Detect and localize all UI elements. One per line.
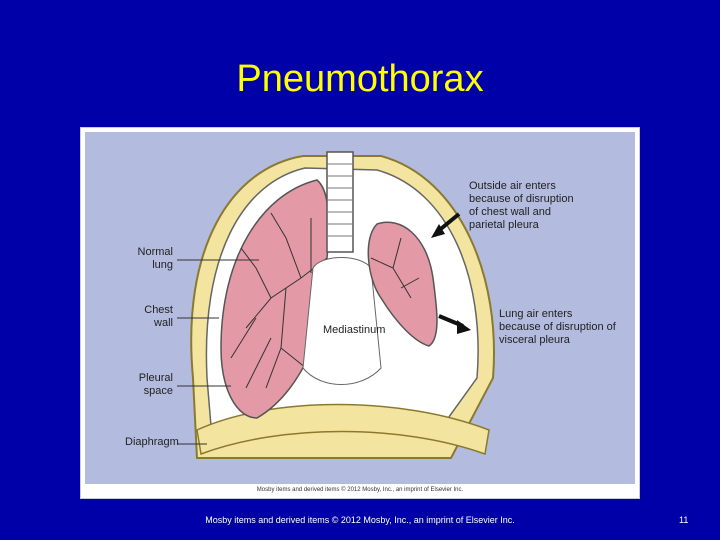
- outside-air-arrowhead: [431, 224, 445, 238]
- diaphragm-label: Diaphragm: [125, 436, 179, 448]
- chest-wall-label: Chest wall: [144, 304, 173, 329]
- slide-footer: Mosby items and derived items © 2012 Mos…: [205, 515, 515, 525]
- outside-air-label: Outside air enters because of disruption…: [469, 180, 574, 231]
- collapsed-bronchi: [370, 237, 420, 299]
- trachea-rings: [327, 163, 353, 237]
- trachea: [326, 151, 354, 253]
- pleural-space-label: Pleural space: [138, 372, 173, 397]
- lung-air-arrowhead: [457, 320, 471, 334]
- diagram-illustration: [85, 132, 635, 484]
- leader-lines: [177, 259, 259, 445]
- page-number: 11: [679, 515, 689, 525]
- pneumothorax-diagram: Normal lung Chest wall Pleural space Dia…: [80, 127, 640, 499]
- figure-credit: Mosby items and derived items © 2012 Mos…: [256, 487, 464, 493]
- lung-air-label: Lung air enters because of disruption of…: [499, 308, 616, 346]
- slide-title: Pneumothorax: [236, 58, 484, 100]
- mediastinum-label: Mediastinum: [323, 324, 386, 336]
- mediastinum: [302, 257, 382, 385]
- normal-lung-label: Normal lung: [137, 246, 173, 271]
- diaphragm: [196, 403, 490, 456]
